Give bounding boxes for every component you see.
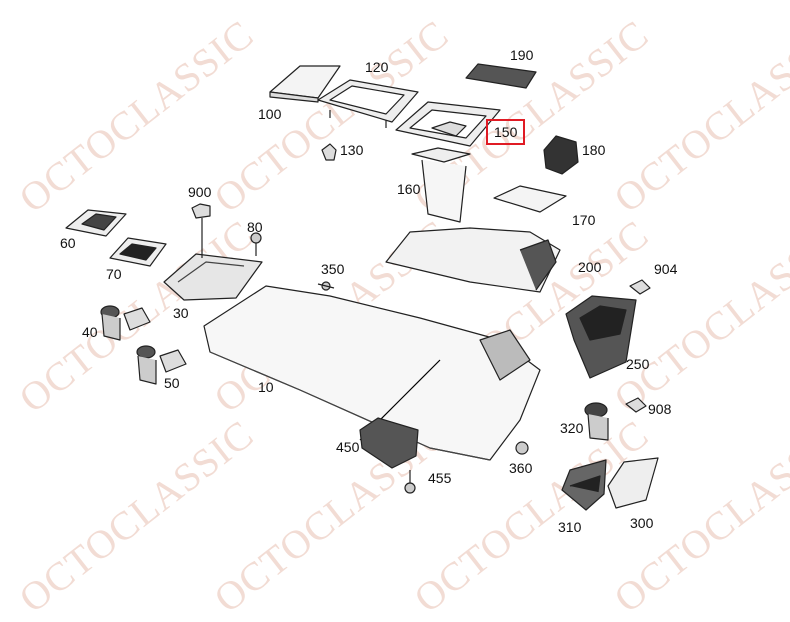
part-label-908: 908 [648,401,672,417]
part-label-310: 310 [558,519,582,535]
part-label-455: 455 [428,470,452,486]
part-label-50: 50 [164,375,180,391]
part-label-60: 60 [60,235,76,251]
part-455-screw[interactable] [404,470,416,494]
part-label-190: 190 [510,47,534,63]
part-904-label[interactable] [629,279,651,295]
part-label-30: 30 [173,305,189,321]
part-900-label[interactable] [191,203,211,258]
part-80-screw[interactable] [250,232,262,256]
part-120-trim-frame[interactable] [317,79,419,128]
part-label-350: 350 [321,261,345,277]
part-350-screw[interactable] [317,281,335,291]
part-label-100: 100 [258,106,282,122]
part-450-bracket[interactable] [359,417,419,469]
part-label-70: 70 [106,266,122,282]
part-40-socket[interactable] [100,305,151,341]
part-label-130: 130 [340,142,364,158]
part-label-200: 200 [578,259,602,275]
part-170-mat[interactable] [493,185,567,213]
part-908-label[interactable] [625,397,647,413]
part-label-180: 180 [582,142,606,158]
part-label-320: 320 [560,420,584,436]
part-10-console-body[interactable] [203,285,541,461]
part-label-900: 900 [188,184,212,200]
part-label-904: 904 [654,261,678,277]
part-label-10: 10 [258,379,274,395]
part-180-switch[interactable] [543,135,579,175]
part-100-armrest-cover[interactable] [269,65,341,103]
part-150-cover-frame[interactable] [395,101,501,147]
part-label-170: 170 [572,212,596,228]
part-190-cover[interactable] [465,63,537,89]
part-310-ashtray[interactable] [561,459,607,511]
part-label-40: 40 [82,324,98,340]
part-label-150-highlighted[interactable]: 150 [485,119,526,145]
part-label-160: 160 [397,181,421,197]
part-160-cup-insert[interactable] [411,147,471,223]
part-360-nut[interactable] [515,441,529,455]
part-130-clip[interactable] [321,143,337,161]
part-60-tray[interactable] [65,209,127,237]
part-label-120: 120 [365,59,389,75]
part-30-bracket[interactable] [163,253,263,301]
part-label-360: 360 [509,460,533,476]
exploded-view-drawing [65,63,659,511]
part-250-air-vent[interactable] [565,295,637,379]
part-200-armrest-lid[interactable] [385,227,561,293]
part-label-450: 450 [336,439,360,455]
part-label-80: 80 [247,219,263,235]
part-300-cover[interactable] [607,457,659,509]
part-label-300: 300 [630,515,654,531]
part-label-250: 250 [626,356,650,372]
part-70-ashtray[interactable] [109,237,167,267]
part-320-socket[interactable] [584,402,609,441]
part-50-socket[interactable] [136,345,187,385]
